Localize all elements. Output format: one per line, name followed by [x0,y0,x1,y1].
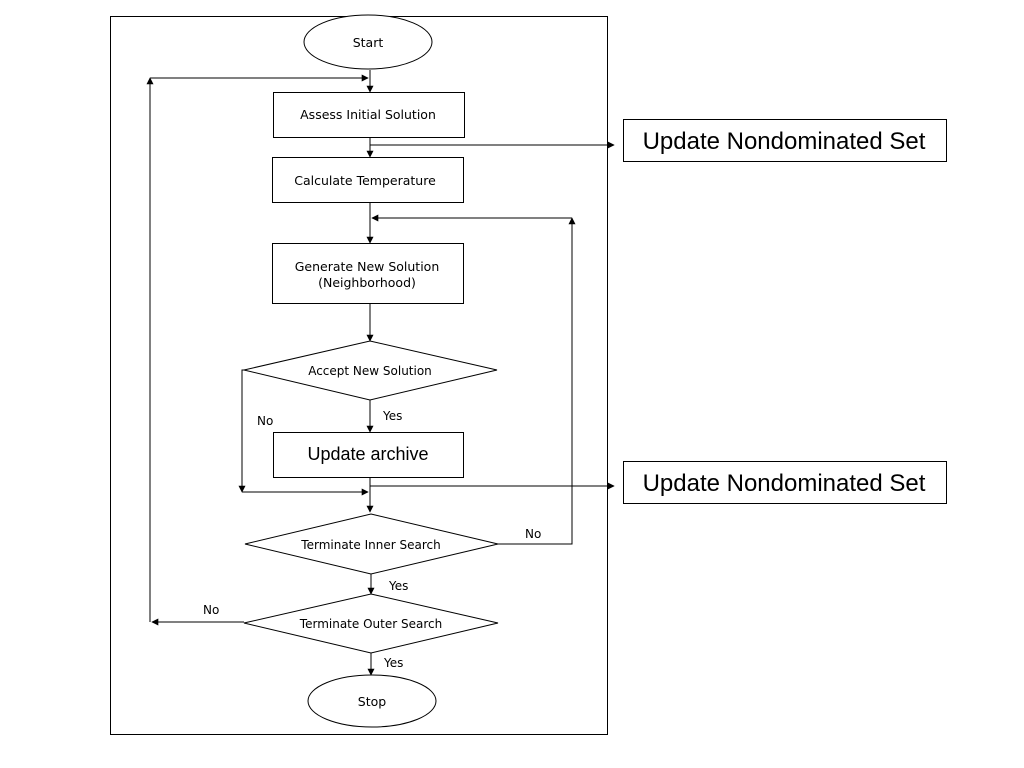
terminate-outer-search-decision: Terminate Outer Search [243,593,499,654]
outer-no-label: No [203,603,219,617]
generate-label-line1: Generate New Solution [295,259,440,274]
assess-initial-solution-node: Assess Initial Solution [273,92,465,138]
calculate-temperature-node: Calculate Temperature [272,157,464,203]
update-archive-label: Update archive [307,444,428,464]
inner-yes-label: Yes [388,579,408,593]
connectors [146,70,615,676]
accept-yes-label: Yes [382,409,402,423]
outer-yes-label: Yes [383,656,403,670]
stop-label: Stop [358,694,386,709]
nondom-1-label: Update Nondominated Set [643,128,926,155]
stop-node: Stop [307,674,437,728]
assess-label: Assess Initial Solution [300,107,436,122]
accept-new-solution-decision: Accept New Solution [243,340,498,401]
update-archive-node: Update archive [273,432,464,478]
start-node: Start [303,14,433,70]
accept-no-label: No [257,414,273,428]
accept-label: Accept New Solution [308,364,432,378]
generate-label-line2: (Neighborhood) [318,275,416,290]
nondom-2-label: Update Nondominated Set [643,470,926,497]
start-label: Start [353,35,384,50]
term-outer-label: Terminate Outer Search [299,617,442,631]
term-inner-label: Terminate Inner Search [300,538,440,552]
inner-no-label: No [525,527,541,541]
update-nondominated-set-box-1: Update Nondominated Set [623,119,947,162]
calc-temp-label: Calculate Temperature [294,173,436,188]
generate-new-solution-node: Generate New Solution (Neighborhood) [272,243,464,304]
update-nondominated-set-box-2: Update Nondominated Set [623,461,947,504]
terminate-inner-search-decision: Terminate Inner Search [244,513,499,575]
